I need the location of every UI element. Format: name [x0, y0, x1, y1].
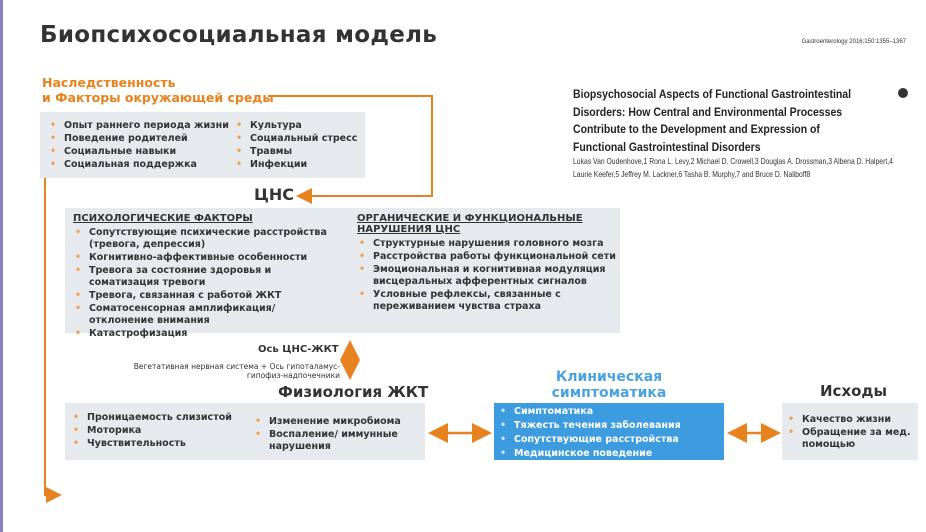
article-title: Biopsychosocial Aspects of Functional Ga… — [573, 87, 852, 154]
list-item: Поведение родителей — [48, 133, 238, 145]
gi-title: Физиология ЖКТ — [278, 383, 429, 401]
heredity-down-arrow — [44, 178, 62, 503]
list-item: Соматосенсорная амплификация/ отклонение… — [73, 303, 343, 327]
organic-title: ОРГАНИЧЕСКИЕ И ФУНКЦИОНАЛЬНЫЕ НАРУШЕНИЯ … — [357, 213, 583, 235]
list-item: Тревога, связанная с работой ЖКТ — [73, 290, 343, 302]
list-item: Культура — [234, 120, 364, 132]
crossmark-icon — [898, 88, 908, 98]
list-item: Опыт раннего периода жизни — [48, 120, 238, 132]
list-item: Структурные нарушения головного мозга — [357, 238, 617, 250]
list-item: Воспаление/ иммунные нарушения — [253, 429, 423, 453]
journal-reference: Gastroenterology 2016;150:1355–1367 — [801, 39, 906, 45]
list-item: Сопутствующие психические расстройства (… — [73, 227, 343, 251]
left-border — [0, 0, 3, 532]
heredity-box: Опыт раннего периода жизниПоведение роди… — [40, 112, 365, 178]
outcomes-title: Исходы — [820, 382, 888, 400]
list-item: Чувствительность — [71, 438, 251, 450]
outcomes-box: Качество жизниОбращение за мед. помощью — [782, 403, 918, 460]
axis-title: Ось ЦНС-ЖКТ — [258, 344, 339, 355]
list-item: Симптоматика — [498, 406, 720, 418]
axis-subtitle: Вегетативная нервная система + Ось гипот… — [133, 362, 340, 380]
list-item: Сопутствующие расстройства — [498, 434, 720, 446]
list-item: Социальный стресс — [234, 133, 364, 145]
cns-title: ЦНС — [254, 185, 294, 204]
list-item: Изменение микробиома — [253, 416, 423, 428]
article-authors: Lukas Van Oudenhove,1 Rona L. Levy,2 Mic… — [573, 156, 893, 179]
list-item: Медицинское поведение — [498, 448, 720, 460]
heredity-to-cns-arrow — [268, 95, 433, 204]
list-item: Травмы — [234, 146, 364, 158]
list-item: Тяжесть течения заболевания — [498, 420, 720, 432]
psych-title: ПСИХОЛОГИЧЕСКИЕ ФАКТОРЫ — [73, 213, 253, 224]
list-item: Условные рефлексы, связанные с переживан… — [357, 289, 617, 313]
list-item: Катастрофизация — [73, 328, 343, 340]
list-item: Расстройства работы функциональной сети — [357, 251, 617, 263]
list-item: Тревога за состояние здоровья и соматиза… — [73, 265, 343, 289]
clinical-title: Клиническая симптоматика — [551, 369, 667, 401]
list-item: Социальные навыки — [48, 146, 238, 158]
list-item: Проницаемость слизистой — [71, 412, 251, 424]
list-item: Качество жизни — [786, 414, 916, 426]
page-title: Биопсихосоциальная модель — [40, 22, 438, 48]
cns-box: ПСИХОЛОГИЧЕСКИЕ ФАКТОРЫ Сопутствующие пс… — [65, 208, 620, 340]
clinical-box: СимптоматикаТяжесть течения заболеванияС… — [494, 403, 724, 460]
list-item: Инфекции — [234, 159, 364, 171]
list-item: Моторика — [71, 425, 251, 437]
list-item: Эмоциональная и когнитивная модуляция ви… — [357, 264, 617, 288]
list-item: Обращение за мед. помощью — [786, 427, 916, 451]
list-item: Социальная поддержка — [48, 159, 238, 171]
gi-box: Проницаемость слизистойМоторикаЧувствите… — [65, 403, 425, 460]
list-item: Когнитивно-аффективные особенности — [73, 252, 343, 264]
